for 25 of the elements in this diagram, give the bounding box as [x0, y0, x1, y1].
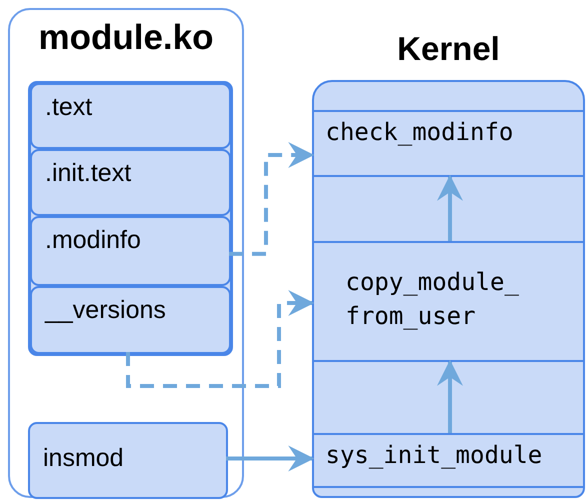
arrow — [437, 174, 463, 241]
function-row — [312, 110, 584, 176]
function-name: sys_init_module — [326, 440, 542, 468]
function-row — [312, 240, 584, 362]
function-name: check_modinfo — [326, 118, 514, 146]
heading: module.ko — [37, 18, 215, 58]
command-box — [28, 422, 228, 499]
section-group-box — [28, 81, 233, 356]
section-box — [30, 216, 231, 286]
section-box — [30, 149, 231, 216]
section-box — [30, 83, 231, 149]
section-label: .modinfo — [45, 226, 141, 255]
arrow — [437, 360, 463, 433]
section-label: __versions — [45, 296, 166, 325]
container-box — [8, 8, 244, 498]
dashed-arrow — [126, 290, 314, 388]
function-name: copy_module_ from_user — [346, 266, 520, 332]
section-label: .init.text — [45, 159, 132, 188]
dashed-arrow — [229, 142, 314, 256]
section-label: insmod — [43, 444, 124, 473]
function-row — [312, 432, 584, 488]
section-box — [30, 286, 231, 354]
heading: Kernel — [396, 30, 501, 68]
section-label: .text — [45, 93, 92, 122]
arrow — [226, 446, 314, 472]
